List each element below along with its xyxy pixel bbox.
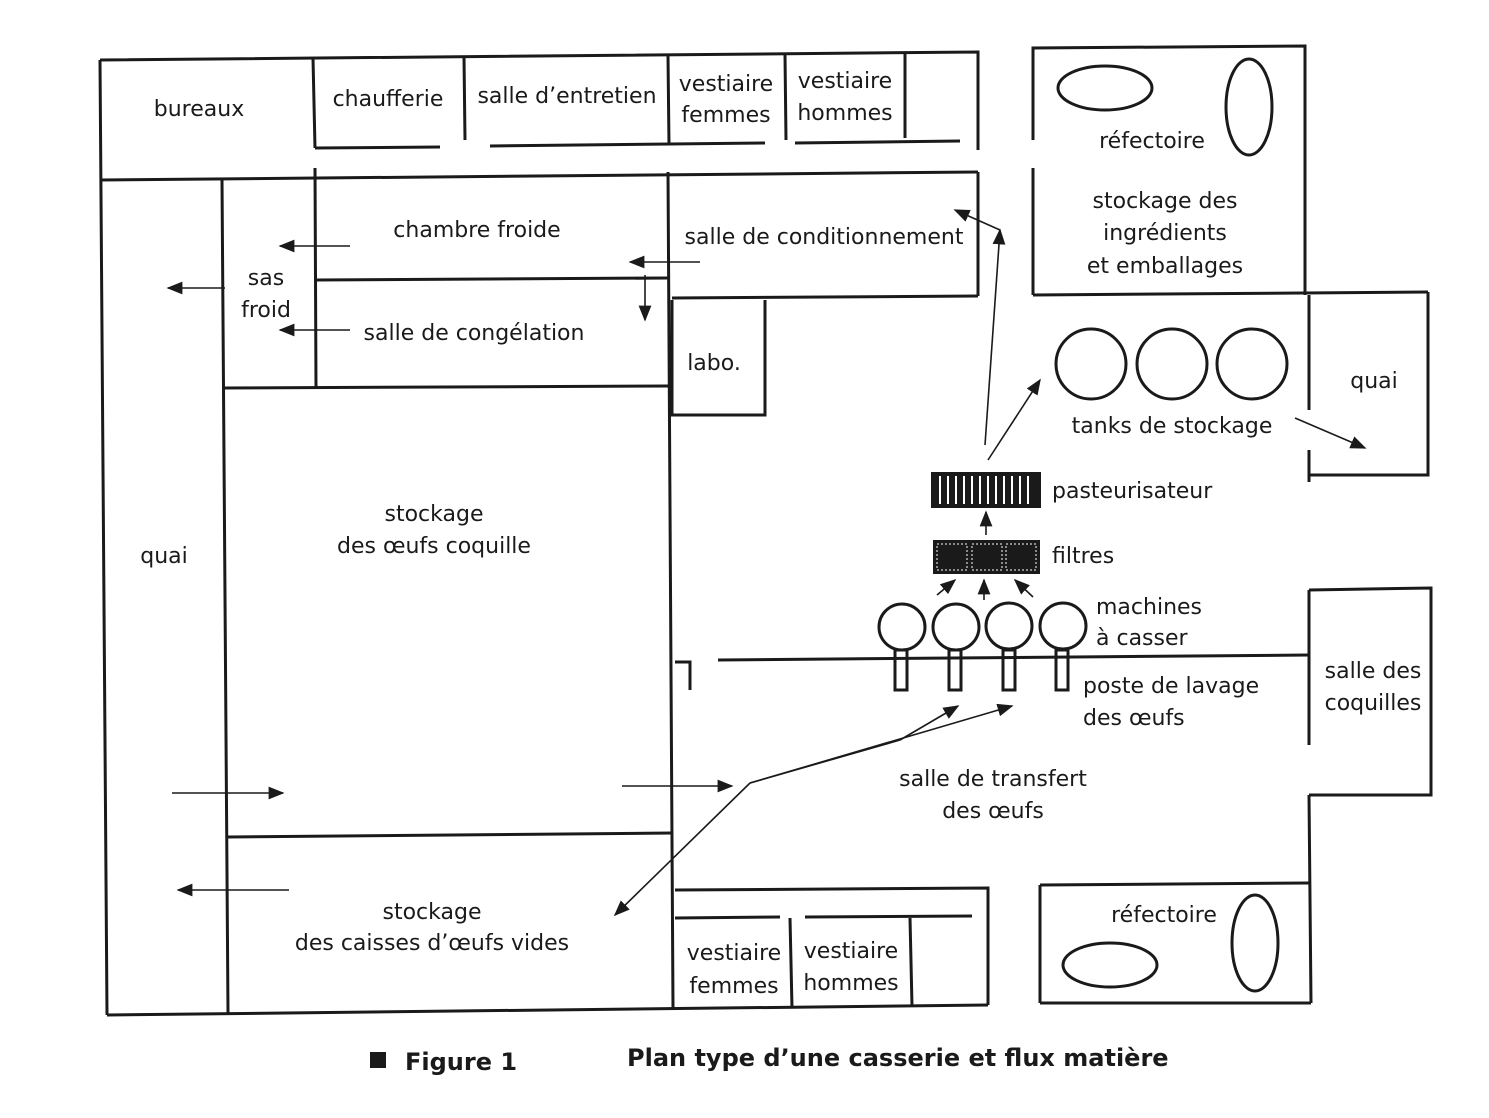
walls	[98, 44, 1433, 1017]
label-vestiaire-femmes-bottom-1: vestiaire	[687, 941, 781, 966]
label-stockage-ingredients-3: et emballages	[1087, 254, 1243, 279]
label-salle-transfert-1: salle de transfert	[899, 767, 1087, 792]
tank-icon	[1215, 327, 1289, 401]
label-bureaux: bureaux	[154, 97, 244, 122]
label-stockage-ingredients-1: stockage des	[1093, 189, 1238, 214]
label-machines-1: machines	[1096, 595, 1202, 620]
table-icon	[1056, 64, 1154, 112]
label-filtres: filtres	[1052, 544, 1114, 569]
label-sas-froid-1: sas	[248, 266, 284, 291]
tank-icon	[1135, 327, 1209, 401]
label-salle-coquilles-2: coquilles	[1325, 691, 1422, 716]
label-vestiaire-hommes-bottom-1: vestiaire	[804, 939, 898, 964]
label-vestiaire-femmes-top-1: vestiaire	[679, 72, 773, 97]
label-quai-left: quai	[140, 544, 188, 569]
label-vestiaire-hommes-top-2: hommes	[797, 101, 892, 126]
label-poste-lavage-2: des œufs	[1083, 706, 1185, 731]
label-refectoire-bottom: réfectoire	[1111, 903, 1217, 928]
pasteurisateur-icon	[931, 472, 1041, 508]
flow-arrows	[166, 209, 1367, 917]
figure-caption: Figure 1 Plan type d’une casserie et flu…	[370, 1044, 1169, 1076]
machine-icon	[931, 602, 981, 652]
table-icon	[1230, 893, 1280, 993]
label-stockage-oeufs-1: stockage	[385, 502, 484, 527]
label-salle-entretien: salle d’entretien	[477, 84, 656, 109]
label-chaufferie: chaufferie	[333, 87, 444, 112]
room-labels: bureaux chaufferie salle d’entretien ves…	[140, 69, 1421, 999]
label-stockage-caisses-2: des caisses d’œufs vides	[295, 931, 569, 956]
label-labo: labo.	[687, 351, 741, 376]
machine-icon	[1038, 601, 1088, 651]
label-stockage-oeufs-2: des œufs coquille	[337, 534, 531, 559]
table-icon	[1224, 57, 1274, 157]
filtres-icon	[933, 540, 1040, 574]
label-machines-2: à casser	[1096, 626, 1189, 651]
label-refectoire-top: réfectoire	[1099, 129, 1205, 154]
machine-icon	[877, 602, 927, 652]
label-stockage-caisses-1: stockage	[383, 900, 482, 925]
label-sas-froid-2: froid	[241, 298, 291, 323]
figure-caption-text: Plan type d’une casserie et flux matière	[627, 1044, 1169, 1072]
label-salle-transfert-2: des œufs	[942, 799, 1044, 824]
table-icon	[1061, 941, 1159, 989]
machine-icon	[984, 601, 1034, 651]
label-quai-right: quai	[1350, 369, 1398, 394]
label-vestiaire-femmes-top-2: femmes	[681, 103, 770, 128]
label-salle-congelation: salle de congélation	[364, 321, 585, 346]
label-vestiaire-femmes-bottom-2: femmes	[689, 974, 778, 999]
label-salle-coquilles-1: salle des	[1325, 659, 1422, 684]
label-chambre-froide: chambre froide	[393, 218, 560, 243]
label-pasteurisateur: pasteurisateur	[1052, 479, 1213, 504]
label-tanks: tanks de stockage	[1072, 414, 1273, 439]
label-stockage-ingredients-2: ingrédients	[1103, 221, 1227, 246]
label-vestiaire-hommes-bottom-2: hommes	[803, 971, 898, 996]
label-salle-conditionnement: salle de conditionnement	[685, 225, 964, 250]
figure-bullet-icon	[370, 1052, 386, 1068]
label-poste-lavage-1: poste de lavage	[1083, 674, 1259, 699]
label-vestiaire-hommes-top-1: vestiaire	[798, 69, 892, 94]
tank-icon	[1054, 327, 1128, 401]
equipment	[877, 57, 1289, 993]
figure-label: Figure 1	[405, 1048, 517, 1076]
